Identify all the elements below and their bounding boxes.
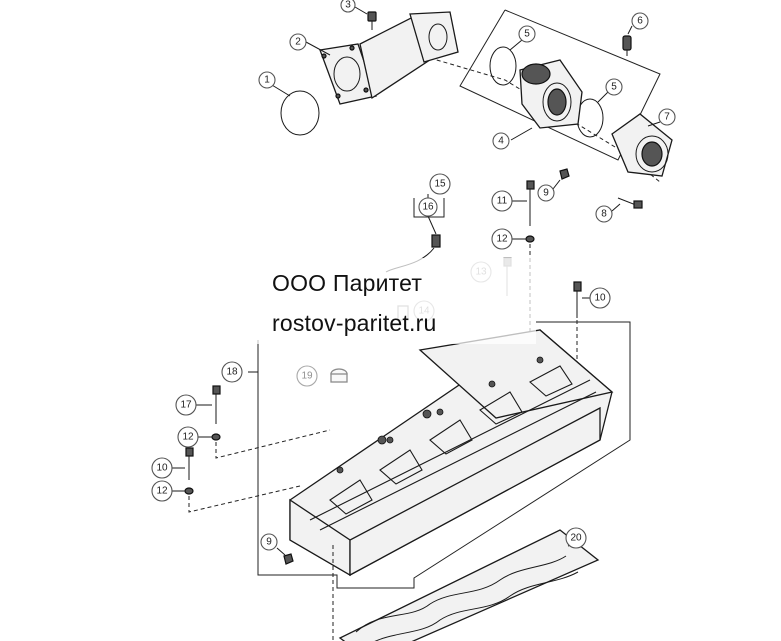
throttle-body-part-4 — [519, 59, 583, 129]
callout-10-upper: 10 — [589, 287, 611, 309]
svg-text:4: 4 — [498, 136, 504, 147]
svg-text:9: 9 — [266, 537, 272, 548]
washer-part-12-mid — [211, 433, 221, 441]
callout-3: 3 — [340, 0, 356, 13]
callout-12-lower: 12 — [151, 480, 173, 502]
svg-text:5: 5 — [524, 29, 530, 40]
svg-text:12: 12 — [156, 486, 168, 497]
svg-text:20: 20 — [570, 533, 582, 544]
svg-text:18: 18 — [226, 367, 238, 378]
callout-9-lower: 9 — [260, 533, 278, 551]
svg-text:3: 3 — [345, 0, 351, 11]
svg-text:16: 16 — [422, 202, 434, 213]
watermark-website: rostov-paritet.ru — [272, 310, 437, 336]
washer-part-12-lower — [184, 487, 194, 495]
seal-ring-part-5a — [489, 46, 517, 86]
callout-5b: 5 — [605, 78, 623, 96]
svg-text:5: 5 — [611, 82, 617, 93]
svg-text:10: 10 — [156, 463, 168, 474]
svg-text:10: 10 — [594, 293, 606, 304]
svg-text:9: 9 — [543, 188, 549, 199]
svg-text:1: 1 — [264, 75, 270, 86]
bolt-part-17 — [212, 385, 221, 424]
screw-part-3 — [367, 11, 377, 30]
nut-part-9-upper — [559, 168, 570, 180]
gasket-part-20 — [338, 529, 600, 641]
callout-10-lower: 10 — [151, 457, 173, 479]
callout-9-upper: 9 — [537, 184, 555, 202]
svg-text:12: 12 — [496, 234, 508, 245]
callout-2: 2 — [289, 33, 307, 51]
svg-text:7: 7 — [664, 112, 670, 123]
callout-4: 4 — [492, 132, 510, 150]
intake-manifold-part-18 — [289, 329, 614, 577]
washer-part-12-upper — [525, 235, 535, 243]
callout-19: 19 — [296, 365, 318, 387]
svg-text:19: 19 — [301, 371, 313, 382]
bolt-part-8 — [617, 197, 643, 209]
sensor-part-6 — [622, 35, 632, 56]
bolt-part-10-upper — [573, 281, 582, 318]
callout-7: 7 — [658, 108, 676, 126]
svg-text:2: 2 — [295, 37, 301, 48]
bushing-part-19 — [330, 368, 348, 383]
inlet-elbow-part-2 — [319, 11, 459, 105]
callout-16: 16 — [418, 197, 438, 217]
svg-text:17: 17 — [180, 400, 192, 411]
manifold-assembly-frame — [257, 321, 631, 589]
o-ring-part-1 — [280, 90, 320, 136]
svg-text:12: 12 — [182, 432, 194, 443]
callout-6: 6 — [631, 12, 649, 30]
callout-11: 11 — [491, 190, 513, 212]
callout-8: 8 — [595, 205, 613, 223]
svg-text:15: 15 — [434, 179, 446, 190]
callout-12-upper: 12 — [491, 228, 513, 250]
svg-text:6: 6 — [637, 16, 643, 27]
harness-bracket-frame — [413, 198, 445, 218]
nut-part-9-lower — [283, 553, 294, 565]
callout-1: 1 — [258, 71, 276, 89]
watermark-backdrop — [246, 258, 536, 344]
outlet-flange-part-7 — [611, 113, 673, 177]
watermark-company-name: ООО Паритет — [272, 270, 423, 296]
callout-18: 18 — [221, 361, 243, 383]
callout-15: 15 — [429, 173, 451, 195]
callout-17: 17 — [175, 394, 197, 416]
callout-12-mid: 12 — [177, 426, 199, 448]
callout-20: 20 — [565, 527, 587, 549]
callout-5a: 5 — [518, 25, 536, 43]
bolt-part-10-lower — [185, 447, 194, 480]
svg-text:8: 8 — [601, 209, 607, 220]
throttle-group-frame — [459, 9, 661, 161]
svg-text:11: 11 — [497, 196, 508, 207]
bolt-part-11 — [526, 180, 535, 226]
